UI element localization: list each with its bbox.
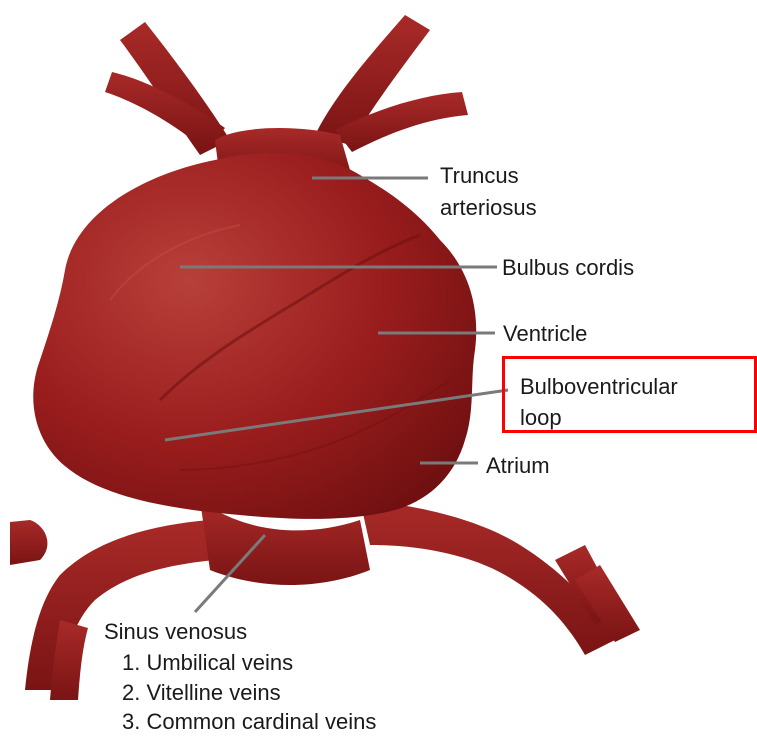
label-atrium: Atrium — [486, 452, 550, 479]
venous-branches — [10, 500, 640, 700]
label-truncus-line2: arteriosus — [440, 194, 537, 221]
label-truncus-line1: Truncus — [440, 162, 519, 189]
label-vein-common-cardinal: 3. Common cardinal veins — [122, 708, 376, 735]
highlight-box-bulboventricular — [502, 356, 757, 433]
heart-body — [33, 153, 476, 519]
label-ventricle: Ventricle — [503, 320, 587, 347]
label-vein-umbilical: 1. Umbilical veins — [122, 649, 293, 676]
label-sinus-venosus: Sinus venosus — [104, 618, 247, 645]
label-bulbus-cordis: Bulbus cordis — [502, 254, 634, 281]
label-vein-vitelline: 2. Vitelline veins — [122, 679, 281, 706]
